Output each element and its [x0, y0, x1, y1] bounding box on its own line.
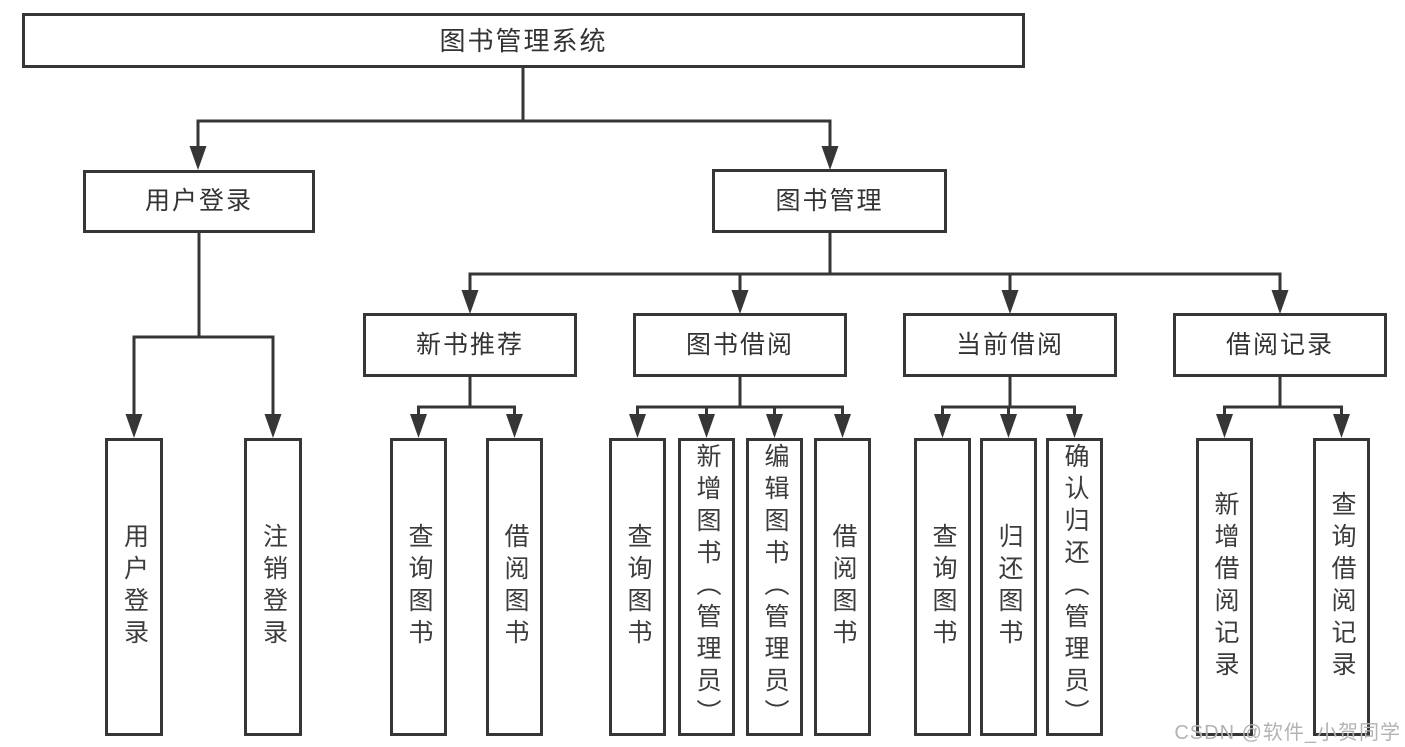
node-book-management: 图书管理 [712, 169, 947, 233]
node-current-borrow: 当前借阅 [903, 313, 1117, 377]
node-user-login: 用户登录 [83, 170, 315, 233]
node-label: 图书管理系统 [439, 25, 608, 56]
leaf-label: 查询图书 [405, 523, 433, 651]
leaf-label: 注销登录 [259, 523, 288, 651]
node-borrow-records: 借阅记录 [1173, 313, 1387, 377]
node-library-management-system: 图书管理系统 [22, 13, 1025, 68]
node-label: 图书管理 [775, 186, 884, 215]
leaf-label: 新增借阅记录 [1211, 491, 1239, 683]
leaf-label: 新增图书（管理员） [693, 443, 721, 731]
csdn-watermark: CSDN @软件_小贺同学 [1174, 722, 1401, 744]
leaf-edit-book-admin: 编辑图书（管理员） [746, 438, 803, 736]
leaf-user-login: 用户登录 [105, 438, 163, 736]
leaf-borrow-books: 借阅图书 [814, 438, 871, 736]
leaf-label: 用户登录 [120, 523, 149, 651]
leaf-label: 查询借阅记录 [1328, 491, 1356, 683]
leaf-label: 编辑图书（管理员） [761, 443, 789, 731]
leaf-query-books-recommend: 查询图书 [390, 438, 447, 736]
node-label: 图书借阅 [685, 330, 794, 359]
leaf-label: 查询图书 [624, 523, 652, 651]
leaf-add-book-admin: 新增图书（管理员） [678, 438, 735, 736]
leaf-return-books: 归还图书 [980, 438, 1037, 736]
leaf-query-borrow-record: 查询借阅记录 [1313, 438, 1370, 736]
leaf-query-books-current: 查询图书 [914, 438, 971, 736]
node-label: 用户登录 [144, 187, 253, 215]
leaf-label: 归还图书 [995, 523, 1023, 651]
node-label: 当前借阅 [955, 330, 1064, 359]
leaf-logout: 注销登录 [244, 438, 302, 736]
node-label: 新书推荐 [415, 330, 524, 359]
node-label: 借阅记录 [1225, 330, 1334, 359]
leaf-borrow-books-recommend: 借阅图书 [486, 438, 543, 736]
leaf-label: 确认归还（管理员） [1061, 443, 1089, 731]
leaf-label: 借阅图书 [501, 523, 529, 651]
leaf-confirm-return-admin: 确认归还（管理员） [1046, 438, 1103, 736]
node-book-borrow: 图书借阅 [633, 313, 847, 377]
node-new-book-recommend: 新书推荐 [363, 313, 577, 377]
leaf-label: 查询图书 [929, 523, 957, 651]
leaf-query-books-borrow: 查询图书 [609, 438, 666, 736]
leaf-label: 借阅图书 [829, 523, 857, 651]
leaf-add-borrow-record: 新增借阅记录 [1196, 438, 1253, 736]
